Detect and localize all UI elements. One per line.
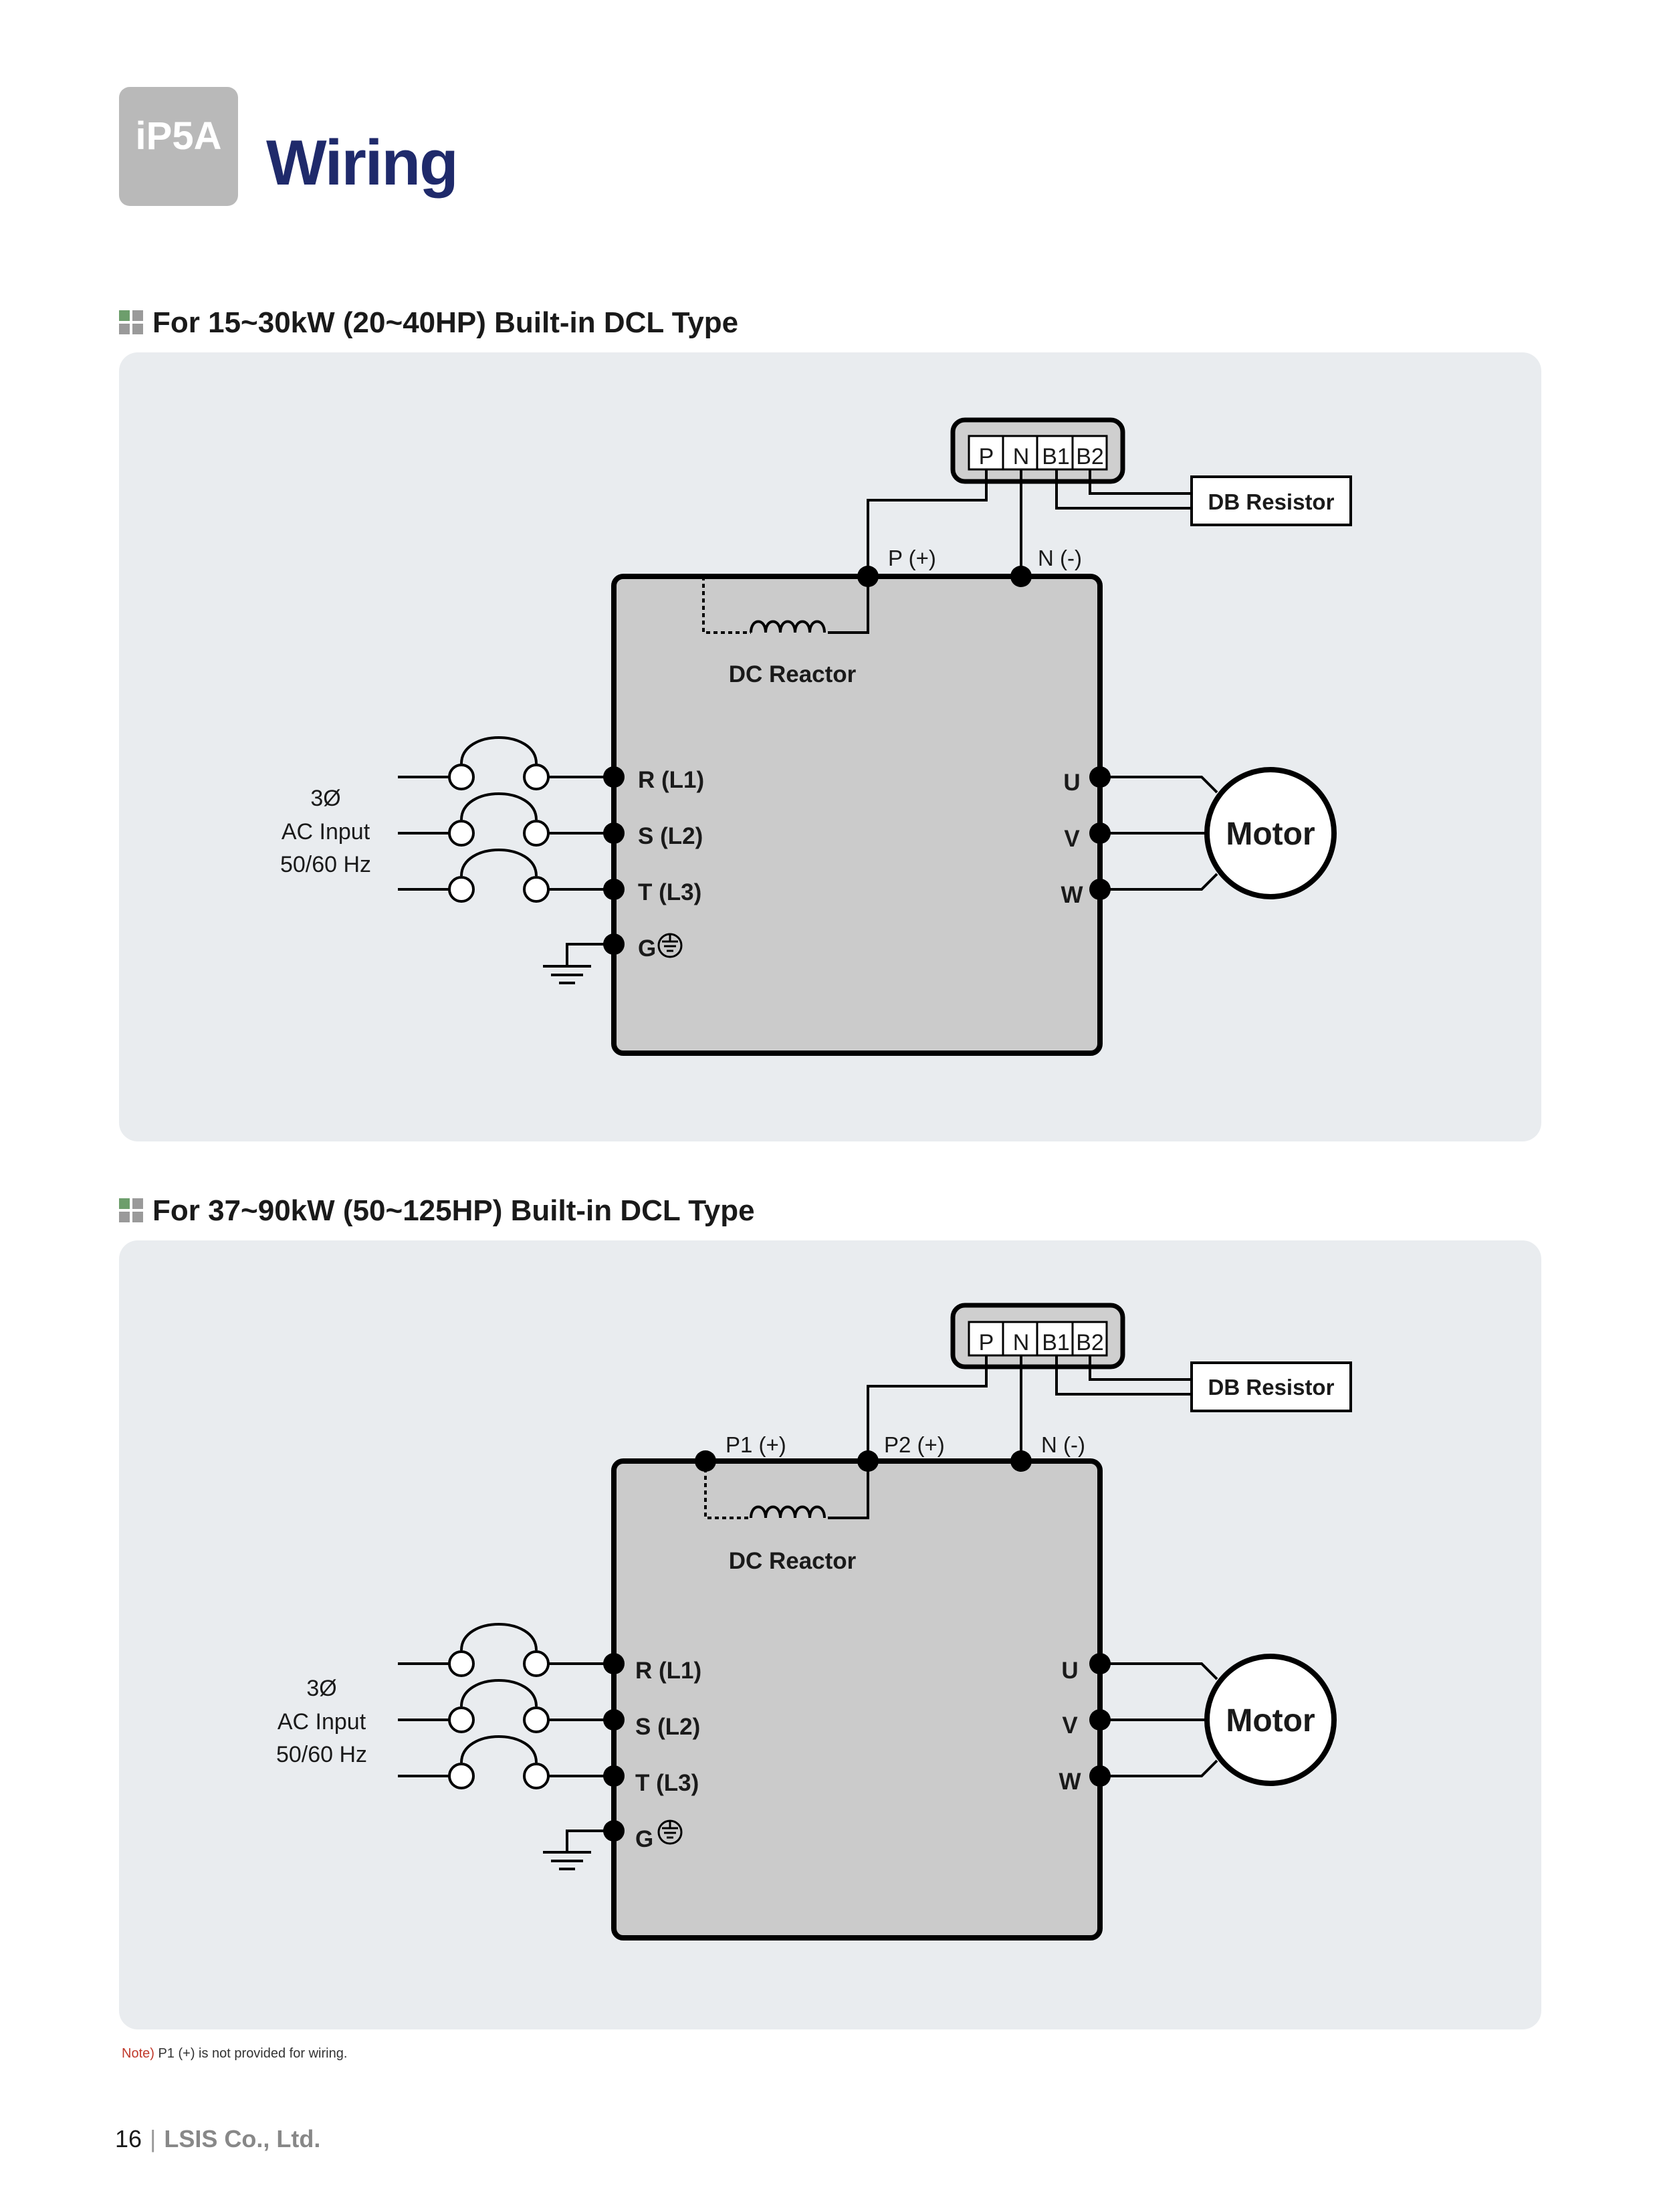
terminal-B1: B1 xyxy=(1042,444,1070,469)
wiring-schematic-1: P N B1 B2 DB Resistor P (+) N (-) DC Rea… xyxy=(280,417,1352,1056)
motor-symbol xyxy=(1204,767,1337,899)
input-freq: 50/60 Hz xyxy=(280,852,371,877)
terminal-S: S (L2) xyxy=(638,823,703,849)
page-title: Wiring xyxy=(266,127,459,199)
terminal-U: U xyxy=(1061,1658,1078,1684)
terminal-B2: B2 xyxy=(1076,1330,1104,1355)
terminal-B1: B1 xyxy=(1042,1330,1070,1355)
bus-label-p2: P2 (+) xyxy=(884,1432,945,1457)
squares-icon xyxy=(119,1198,143,1222)
db-resistor-label: DB Resistor xyxy=(1208,489,1335,514)
section-heading-text-1: For 15~30kW (20~40HP) Built-in DCL Type xyxy=(152,306,739,339)
bus-label-p1: P1 (+) xyxy=(726,1432,786,1457)
terminal-W: W xyxy=(1061,882,1083,908)
motor-symbol xyxy=(1204,1654,1337,1786)
motor-label: Motor xyxy=(1226,816,1315,852)
terminal-W: W xyxy=(1059,1769,1081,1795)
terminal-N: N xyxy=(1013,444,1030,469)
input-freq: 50/60 Hz xyxy=(276,1742,367,1767)
drive-body xyxy=(611,1458,1103,1941)
note-prefix: Note) xyxy=(122,2046,154,2061)
terminal-N: N xyxy=(1013,1330,1030,1355)
terminal-S: S (L2) xyxy=(635,1714,700,1740)
terminal-G: G xyxy=(638,935,656,962)
terminal-T: T (L3) xyxy=(638,879,701,905)
bus-label-n: N (-) xyxy=(1041,1432,1085,1457)
input-type: AC Input xyxy=(278,1709,366,1735)
section-heading-2: For 37~90kW (50~125HP) Built-in DCL Type xyxy=(119,1194,755,1228)
input-phase: 3Ø xyxy=(310,786,340,811)
terminal-R: R (L1) xyxy=(635,1658,701,1684)
terminal-P: P xyxy=(979,1330,994,1355)
terminal-T: T (L3) xyxy=(635,1770,699,1796)
badge-label: iP5A xyxy=(135,114,222,158)
dc-reactor-label: DC Reactor xyxy=(729,661,857,687)
db-resistor-label: DB Resistor xyxy=(1208,1375,1335,1400)
note-text: P1 (+) is not provided for wiring. xyxy=(158,2046,348,2061)
input-lines xyxy=(398,736,614,903)
terminal-B2: B2 xyxy=(1076,444,1104,469)
wiring-schematic-2: P N B1 B2 DB Resistor P1 (+) P2 (+) N (-… xyxy=(276,1303,1352,1941)
terminal-V: V xyxy=(1062,1712,1078,1739)
terminal-P: P xyxy=(979,444,994,469)
motor-label: Motor xyxy=(1226,1703,1315,1739)
terminal-U: U xyxy=(1063,770,1080,796)
footer-separator: | xyxy=(150,2125,156,2152)
page-number: 16 xyxy=(115,2125,142,2152)
squares-icon xyxy=(119,310,143,334)
terminal-R: R (L1) xyxy=(638,767,704,793)
terminal-G: G xyxy=(635,1826,653,1852)
input-type: AC Input xyxy=(282,819,370,845)
company-name: LSIS Co., Ltd. xyxy=(164,2125,321,2152)
section-heading-text-2: For 37~90kW (50~125HP) Built-in DCL Type xyxy=(152,1194,755,1227)
section-heading-1: For 15~30kW (20~40HP) Built-in DCL Type xyxy=(119,306,738,340)
page-footer: 16 | LSIS Co., Ltd. xyxy=(115,2125,320,2153)
db-resistor-box xyxy=(1190,475,1352,526)
wiring-diagram-1: P N B1 B2 DB Resistor P (+) N (-) DC Rea… xyxy=(119,352,1541,1141)
drive-body xyxy=(611,574,1103,1056)
footnote: Note) P1 (+) is not provided for wiring. xyxy=(122,2046,347,2062)
db-resistor-box xyxy=(1190,1361,1352,1412)
bus-label-n: N (-) xyxy=(1038,546,1082,570)
wiring-diagram-2: P N B1 B2 DB Resistor P1 (+) P2 (+) N (-… xyxy=(119,1240,1541,2029)
dc-reactor-label: DC Reactor xyxy=(729,1548,857,1574)
input-phase: 3Ø xyxy=(306,1676,336,1701)
input-lines xyxy=(398,1623,614,1789)
terminal-V: V xyxy=(1064,826,1080,852)
bus-label-p: P (+) xyxy=(888,546,936,570)
product-badge: iP5A xyxy=(119,87,238,206)
